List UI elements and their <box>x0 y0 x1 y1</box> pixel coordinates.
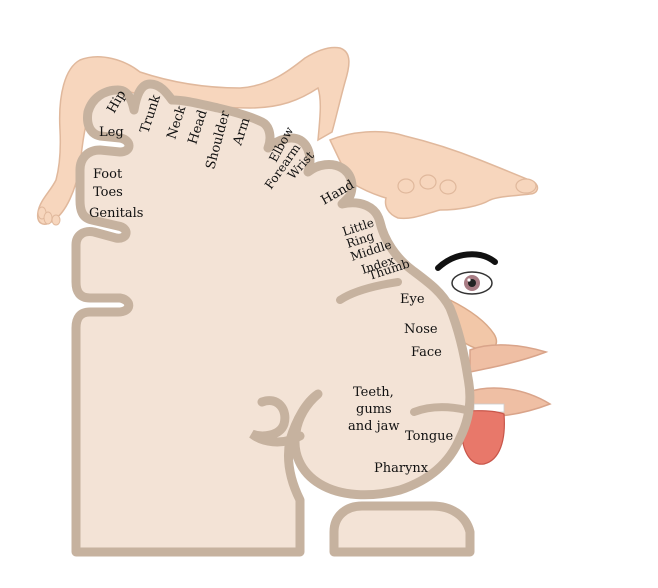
label-toes: Toes <box>93 185 123 200</box>
label-foot: Foot <box>93 167 123 182</box>
label-nose: Nose <box>404 322 438 337</box>
tongue-illustration <box>461 410 505 465</box>
lower-gyrus <box>329 501 475 557</box>
label-teeth-line1: Teeth, <box>353 385 394 400</box>
lips-illustration <box>467 344 552 418</box>
toes-illustration <box>37 206 61 226</box>
sulcus-face-hand <box>336 278 402 304</box>
label-pharynx: Pharynx <box>374 461 429 476</box>
label-tongue: Tongue <box>405 429 454 444</box>
label-face: Face <box>411 345 442 360</box>
sulcus-mouth <box>410 403 470 416</box>
sulcus-curl <box>249 396 305 447</box>
label-eye: Eye <box>400 292 425 307</box>
label-leg: Leg <box>99 125 124 140</box>
label-group-face: Eye Nose Face Teeth, gums and jaw Tongue… <box>348 292 454 476</box>
cortex-outline <box>71 79 475 557</box>
finger-knuckles-illustration <box>397 174 537 195</box>
eye-illustration <box>435 251 498 295</box>
label-genitals: Genitals <box>89 206 143 221</box>
label-group-left: Leg Foot Toes Genitals <box>89 125 143 221</box>
label-teeth-line2: gums <box>356 402 392 417</box>
label-teeth-line3: and jaw <box>348 419 400 434</box>
hand-illustration <box>328 130 539 220</box>
